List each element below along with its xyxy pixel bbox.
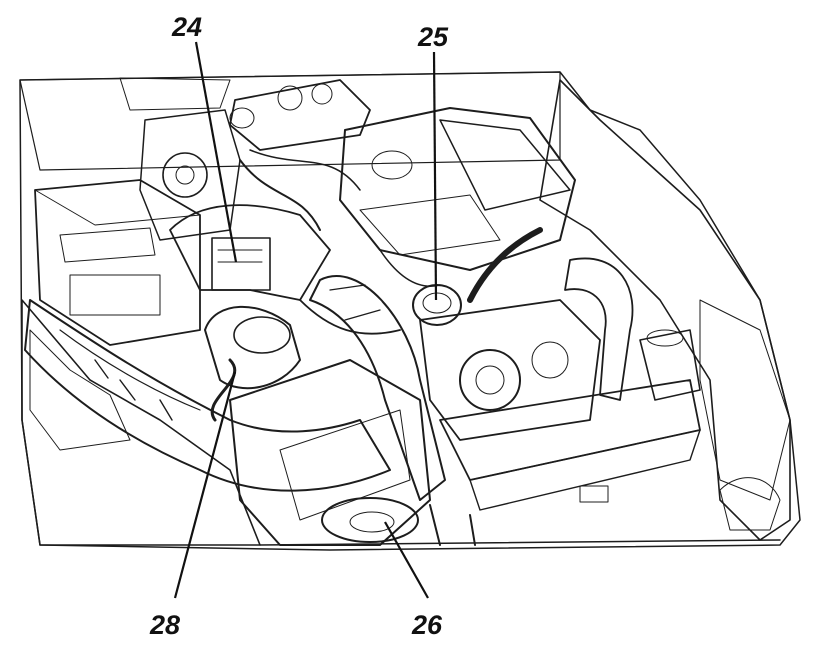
callout-label-26: 26	[411, 610, 443, 640]
radiator	[439, 379, 701, 511]
callout-label-24: 24	[171, 12, 202, 42]
callout-label-28: 28	[149, 610, 180, 640]
leader-line-26	[384, 521, 429, 599]
engine-pulleys	[419, 299, 601, 441]
brake-booster-area	[139, 109, 241, 241]
leader-line-24	[194, 41, 238, 263]
right-fender	[539, 79, 791, 541]
air-filter-housing	[229, 359, 431, 546]
expansion-tank	[229, 79, 371, 151]
callout-label-25: 25	[417, 22, 449, 52]
center-air-pipe	[309, 275, 446, 501]
wiring	[239, 149, 441, 335]
intake-elbow	[204, 305, 301, 422]
front-panel	[259, 504, 781, 546]
air-intake-duct	[24, 299, 391, 492]
left-fender	[21, 299, 261, 546]
engine-valve-cover	[339, 107, 576, 271]
right-radiator-hose	[467, 227, 634, 401]
intake-pipe	[169, 204, 331, 301]
washer-reservoir	[639, 329, 701, 401]
leader-line-25	[432, 51, 438, 301]
leader-line-28	[173, 371, 237, 599]
